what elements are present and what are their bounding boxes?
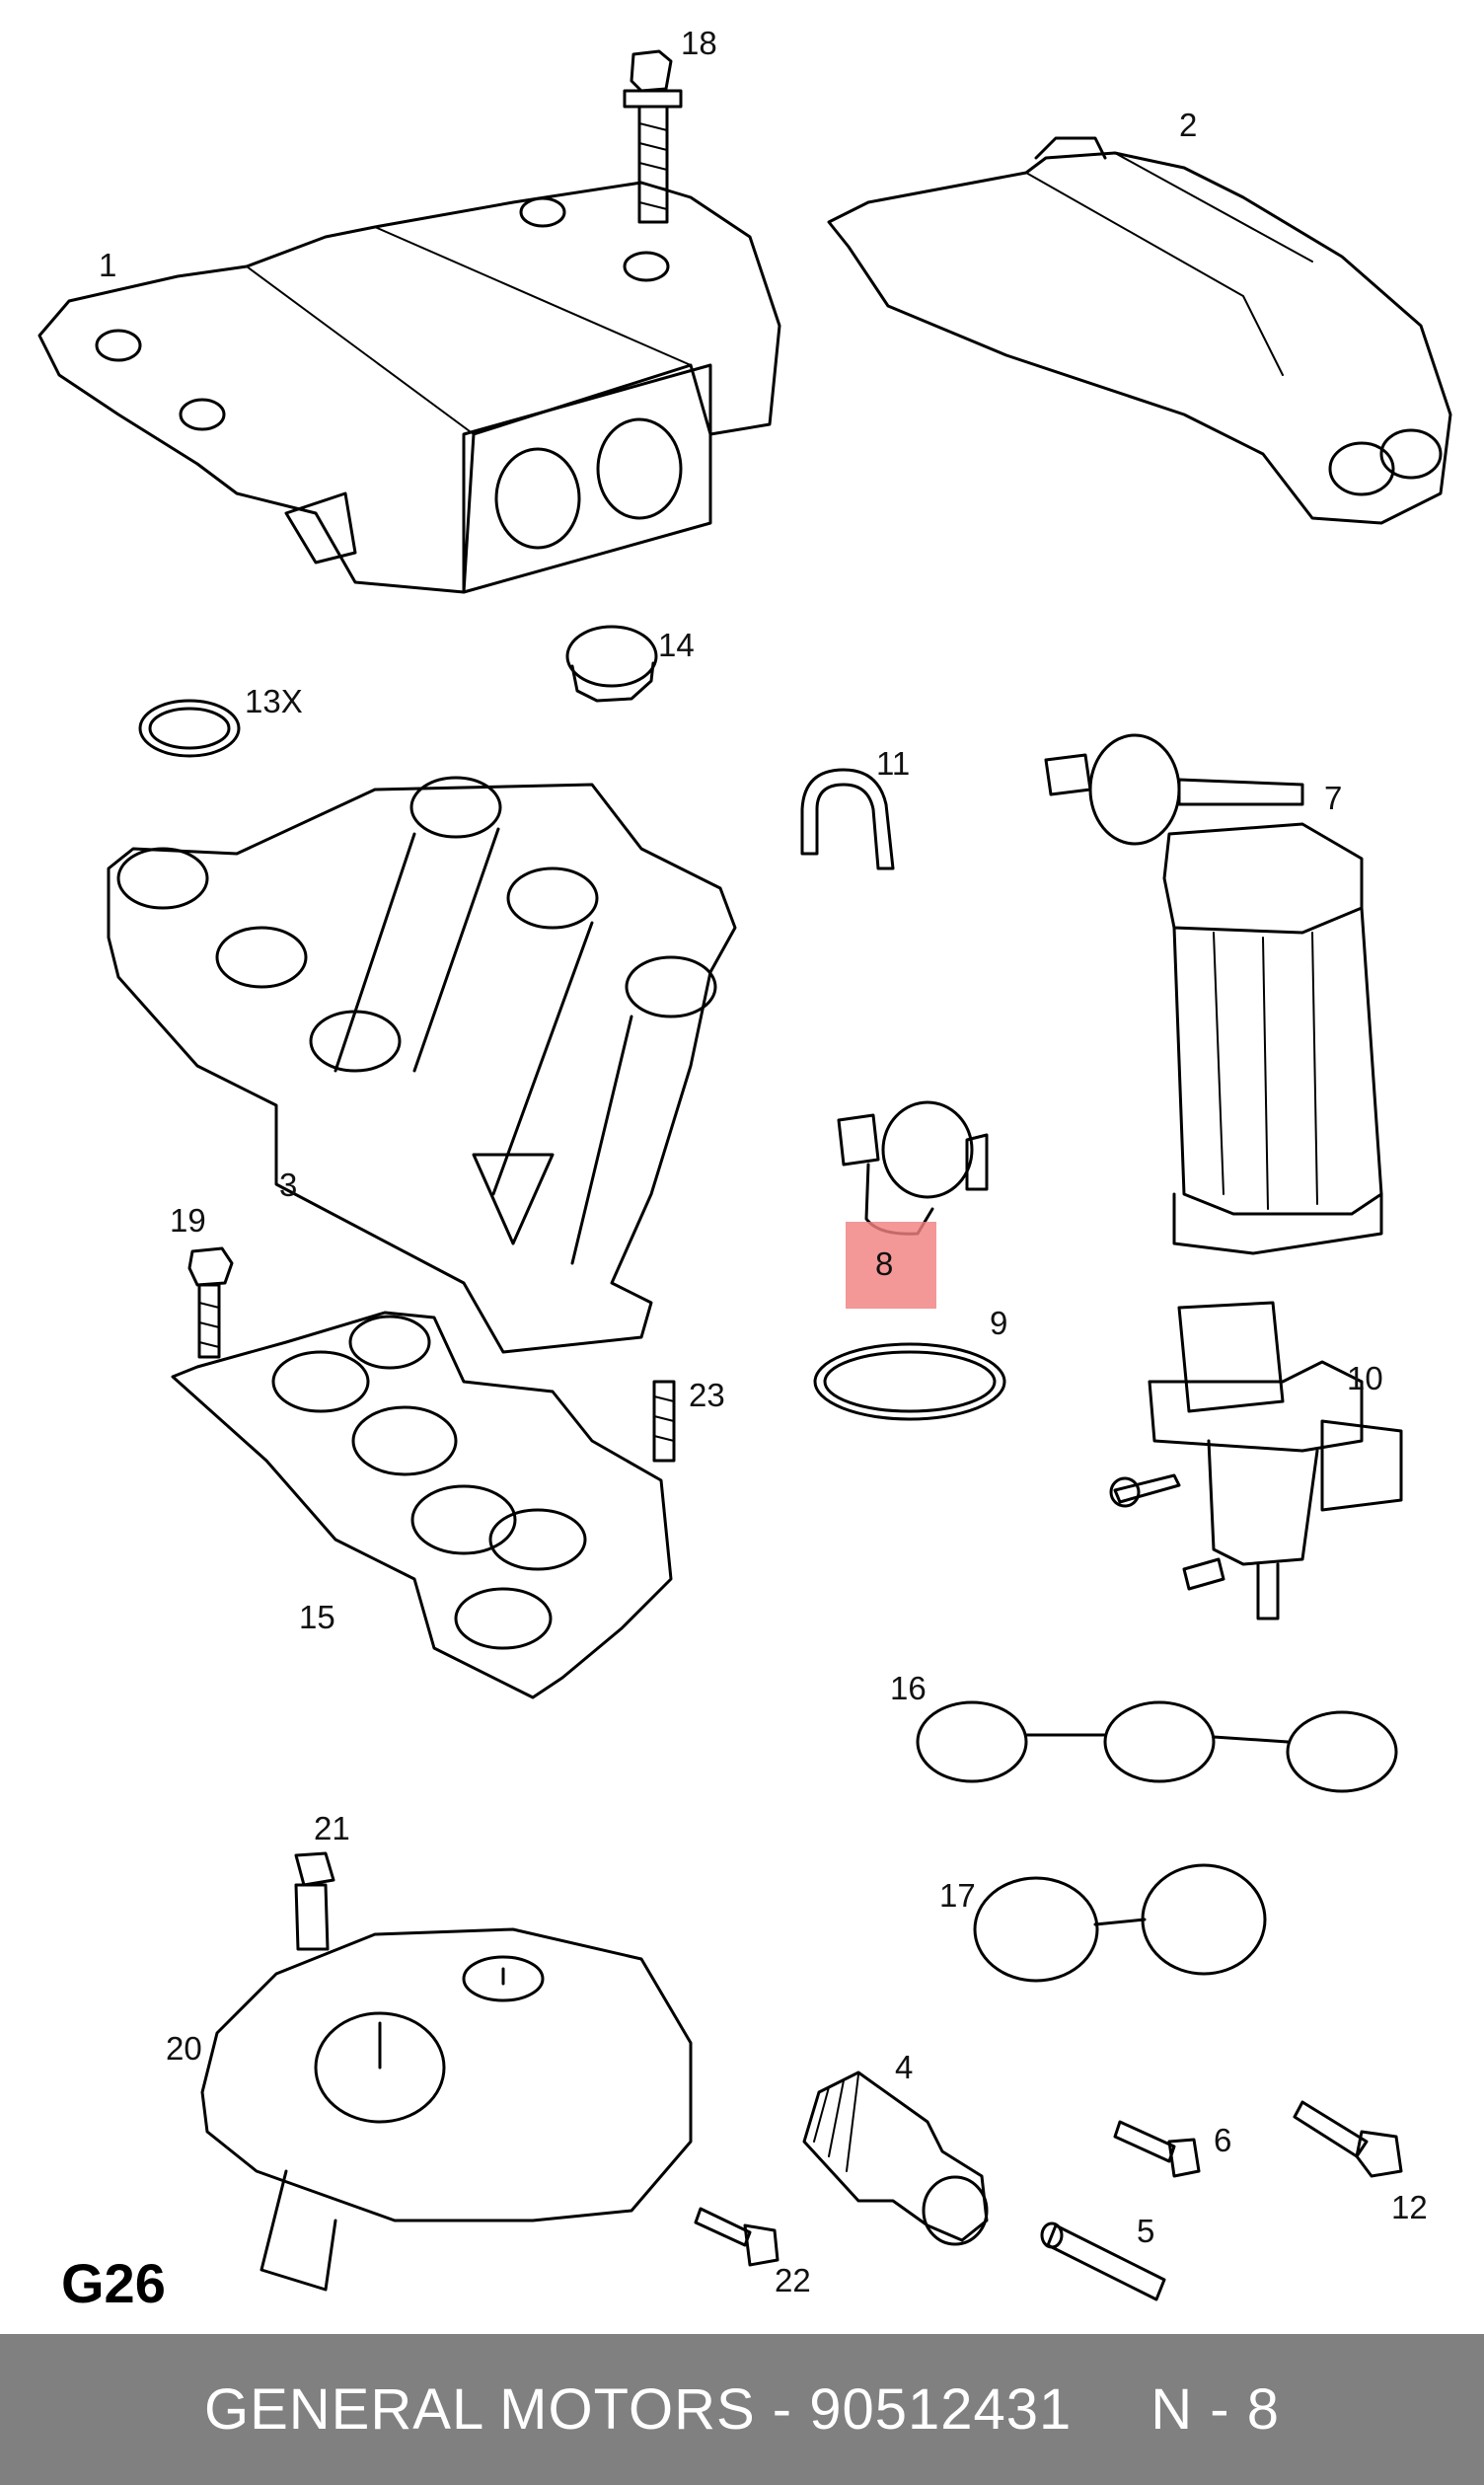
part-17-gasket[interactable] (973, 1863, 1267, 1983)
callout-5[interactable]: 5 (1137, 2213, 1154, 2249)
callout-2[interactable]: 2 (1179, 107, 1197, 143)
brand-name: GENERAL MOTORS (204, 2377, 756, 2442)
part-number: 90512431 (809, 2377, 1073, 2442)
callout-13x[interactable]: 13X (245, 683, 303, 719)
part-9-o-ring[interactable] (813, 1342, 1006, 1421)
part-23-stud[interactable] (652, 1380, 676, 1463)
callout-14[interactable]: 14 (658, 627, 695, 663)
part-1-upper-intake-manifold[interactable] (37, 181, 781, 594)
callout-3[interactable]: 3 (279, 1167, 297, 1203)
figure-code: G26 (61, 2252, 166, 2314)
part-6-screw[interactable] (1113, 2120, 1201, 2178)
callout-23[interactable]: 23 (689, 1377, 725, 1413)
callout-17[interactable]: 17 (939, 1877, 976, 1914)
highlight-box (846, 1222, 936, 1309)
callout-6[interactable]: 6 (1214, 2122, 1231, 2158)
separator: - (772, 2377, 793, 2442)
callout-4[interactable]: 4 (895, 2049, 913, 2085)
part-20-resonator[interactable] (200, 1927, 693, 2292)
callout-18[interactable]: 18 (681, 25, 717, 61)
part-8-actuator[interactable] (837, 1100, 989, 1236)
callout-10[interactable]: 10 (1347, 1360, 1383, 1396)
callout-12[interactable]: 12 (1391, 2189, 1428, 2225)
callout-15[interactable]: 15 (299, 1599, 335, 1635)
callout-19[interactable]: 19 (170, 1202, 206, 1239)
part-info-bar: GENERAL MOTORS - 90512431 N - 8 (0, 2334, 1484, 2485)
callout-20[interactable]: 20 (166, 2030, 202, 2067)
part-7-intake-actuator[interactable] (1044, 733, 1383, 1255)
part-5-pin[interactable] (1040, 2221, 1166, 2301)
part-2-intake-plenum[interactable] (827, 136, 1452, 525)
part-13x-o-ring[interactable] (138, 699, 241, 758)
part-21-bolt[interactable] (294, 1851, 335, 1951)
diagram-position: N - 8 (1150, 2377, 1280, 2442)
part-22-bolt[interactable] (694, 2207, 779, 2267)
part-3-intake-runners[interactable] (107, 776, 737, 1354)
part-19-bolt[interactable] (187, 1246, 234, 1359)
part-11-hose[interactable] (800, 768, 895, 870)
callout-16[interactable]: 16 (890, 1670, 927, 1706)
callout-11[interactable]: 11 (876, 745, 910, 782)
part-18-bolt[interactable] (623, 49, 683, 224)
callout-8[interactable]: 8 (875, 1245, 893, 1282)
callout-7[interactable]: 7 (1324, 780, 1342, 816)
callout-9[interactable]: 9 (990, 1305, 1007, 1341)
part-10-solenoid-valve[interactable] (1109, 1301, 1403, 1620)
part-14-plug[interactable] (565, 625, 658, 703)
callout-22[interactable]: 22 (775, 2262, 811, 2298)
callout-21[interactable]: 21 (314, 1810, 350, 1846)
exploded-parts-diagram: 1 2 3 4 5 6 7 8 9 10 11 12 13X 14 15 16 … (37, 25, 1452, 2314)
part-15-gasket-plate[interactable] (171, 1311, 673, 1699)
callout-1[interactable]: 1 (99, 247, 116, 283)
part-12-bolt[interactable] (1293, 2100, 1403, 2178)
callout-labels: 1 2 3 4 5 6 7 8 9 10 11 12 13X 14 15 16 … (99, 25, 1428, 2298)
part-16-gasket[interactable] (916, 1700, 1398, 1793)
part-4-connector[interactable] (802, 2071, 989, 2246)
